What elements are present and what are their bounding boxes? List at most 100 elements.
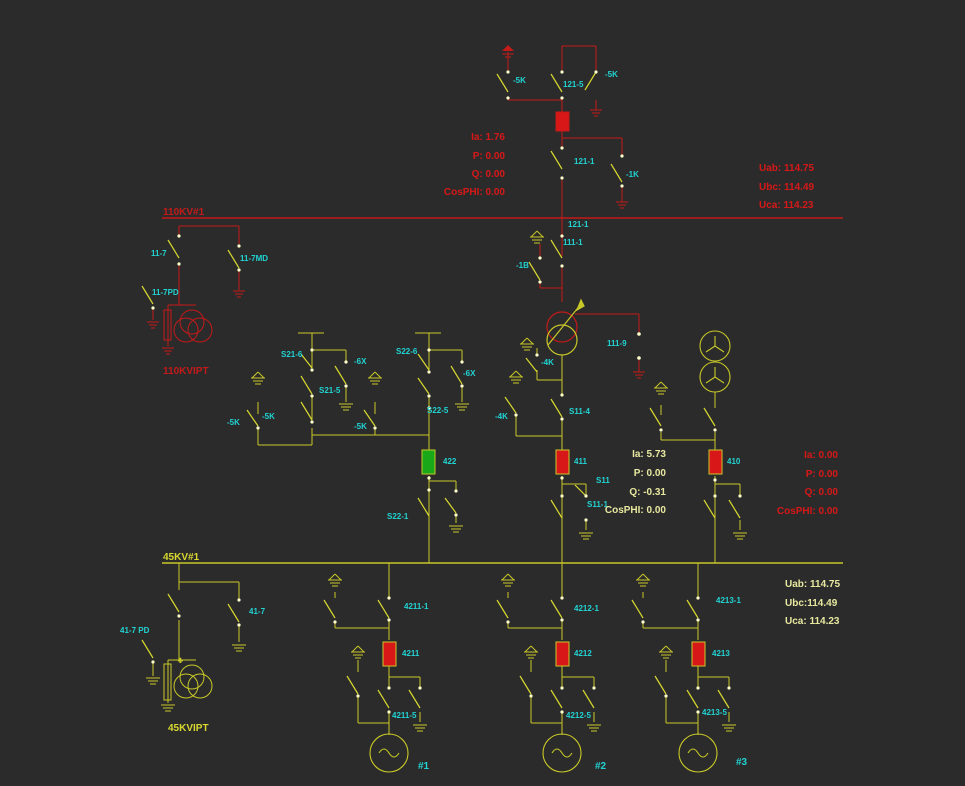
switch-5k-e[interactable] bbox=[363, 409, 377, 430]
breaker-422[interactable] bbox=[421, 449, 436, 475]
switch-4213-5[interactable] bbox=[654, 675, 731, 714]
switch-41-7pd[interactable] bbox=[141, 639, 155, 664]
label-121-1: 121-1 bbox=[574, 157, 595, 166]
breaker-411[interactable] bbox=[555, 449, 570, 475]
label-1k: -1K bbox=[626, 170, 639, 179]
label-s11: S11 bbox=[596, 476, 610, 485]
label-s21-5: S21-5 bbox=[319, 386, 341, 395]
ground-icon bbox=[732, 532, 748, 540]
meas-410-q: Q: 0.00 bbox=[805, 487, 839, 498]
mv-section bbox=[152, 332, 843, 735]
switch-111-9[interactable] bbox=[637, 332, 641, 360]
label-4212-1: 4212-1 bbox=[574, 604, 599, 613]
ground-icon bbox=[161, 347, 175, 355]
breaker-121[interactable] bbox=[555, 111, 570, 132]
station-transformer-icon bbox=[699, 330, 731, 393]
switch-6x-b[interactable] bbox=[450, 360, 464, 388]
ground-icon bbox=[232, 290, 246, 298]
switch-5k-a[interactable] bbox=[496, 70, 510, 100]
ground-icon bbox=[721, 724, 737, 732]
switch-121-1[interactable] bbox=[550, 146, 564, 180]
switch-11-7pd[interactable] bbox=[141, 285, 155, 310]
label-111-1: 111-1 bbox=[563, 238, 583, 247]
switch-5k-d[interactable] bbox=[300, 401, 314, 424]
label-41-7pd: 41-7 PD bbox=[120, 626, 150, 635]
breaker-4212[interactable] bbox=[555, 641, 570, 667]
switch-4211-1[interactable] bbox=[323, 596, 391, 624]
label-121-5: 121-5 bbox=[563, 80, 584, 89]
ground-icon bbox=[160, 704, 176, 712]
label-4k-b: -4K bbox=[495, 412, 508, 421]
generator-3-icon[interactable] bbox=[678, 733, 718, 773]
label-breaker-4212: 4212 bbox=[574, 649, 592, 658]
meas-410-p: P: 0.00 bbox=[806, 469, 839, 480]
breaker-4213[interactable] bbox=[691, 641, 706, 667]
label-4k-a: -4K bbox=[541, 358, 554, 367]
switch-11-7[interactable] bbox=[167, 234, 181, 266]
label-11-7pd: 11-7PD bbox=[152, 288, 179, 297]
label-breaker-4213: 4213 bbox=[712, 649, 730, 658]
meas-121-ia: Ia: 1.76 bbox=[471, 132, 505, 143]
switch-s11-1[interactable] bbox=[550, 476, 588, 522]
breaker-4211[interactable] bbox=[382, 641, 397, 667]
switch-4212-1[interactable] bbox=[496, 596, 564, 624]
generator-3-label: #3 bbox=[736, 757, 748, 768]
label-breaker-411: 411 bbox=[574, 457, 587, 466]
switch-111-1[interactable] bbox=[550, 234, 564, 268]
bus-110kv-label: 110KV#1 bbox=[163, 207, 205, 218]
switch-41-7[interactable] bbox=[167, 593, 241, 627]
switch-4211-5[interactable] bbox=[346, 675, 422, 714]
label-breaker-410: 410 bbox=[727, 457, 741, 466]
switch-s21-6[interactable] bbox=[300, 348, 314, 369]
main-transformer-icon bbox=[546, 298, 585, 356]
switch-s22-6[interactable] bbox=[417, 348, 431, 371]
switch-s11-4[interactable] bbox=[550, 393, 564, 421]
switch-s22-1[interactable] bbox=[417, 476, 458, 517]
generators bbox=[369, 733, 718, 773]
switch-4k-a[interactable] bbox=[525, 353, 539, 373]
meas-121-cosphi: CosPHI: 0.00 bbox=[444, 187, 506, 198]
arrester-icon bbox=[367, 371, 383, 385]
switch-5k-c[interactable] bbox=[246, 409, 260, 430]
switch-s21-5[interactable] bbox=[300, 368, 314, 398]
meas-121-p: P: 0.00 bbox=[473, 151, 506, 162]
meas-411-p: P: 0.00 bbox=[634, 468, 667, 479]
switch-11-7md[interactable] bbox=[227, 244, 241, 272]
label-s11-1: S11-1 bbox=[587, 500, 608, 509]
meas-feeder-121: Ia: 1.76 P: 0.00 Q: 0.00 CosPHI: 0.00 bbox=[444, 132, 506, 198]
generator-1-icon[interactable] bbox=[369, 733, 409, 773]
label-5k-b: -5K bbox=[605, 70, 618, 79]
meas-121-q: Q: 0.00 bbox=[472, 169, 506, 180]
label-4212-5: 4212-5 bbox=[566, 711, 591, 720]
switch-410-top[interactable] bbox=[649, 407, 717, 432]
label-1b: -1B bbox=[516, 261, 529, 270]
switch-410-bottom[interactable] bbox=[703, 478, 742, 519]
ground-icon bbox=[146, 321, 160, 329]
breaker-410[interactable] bbox=[708, 449, 723, 475]
switch-1k[interactable] bbox=[610, 154, 624, 188]
switch-s22-5[interactable] bbox=[417, 370, 431, 410]
switch-5k-b[interactable] bbox=[584, 70, 598, 91]
meas-411-cosphi: CosPHI: 0.00 bbox=[605, 505, 667, 516]
switch-4213-1[interactable] bbox=[631, 596, 700, 624]
ground-icon bbox=[586, 724, 602, 732]
label-4211-5: 4211-5 bbox=[392, 711, 417, 720]
mv-pt-icon: + bbox=[163, 656, 213, 701]
meas-410-cosphi: CosPHI: 0.00 bbox=[777, 506, 839, 517]
arrester-icon bbox=[327, 573, 343, 587]
switch-6x-a[interactable] bbox=[334, 360, 348, 388]
label-4211-1: 4211-1 bbox=[404, 602, 429, 611]
generator-2-icon[interactable] bbox=[542, 733, 582, 773]
arrester-icon bbox=[519, 337, 535, 351]
switch-s11[interactable] bbox=[574, 484, 588, 498]
label-s11-4: S11-4 bbox=[569, 407, 590, 416]
switch-121-5[interactable] bbox=[550, 70, 564, 100]
hv-switches bbox=[141, 70, 641, 360]
switch-1b[interactable] bbox=[528, 256, 542, 284]
switch-4212-5[interactable] bbox=[519, 675, 596, 714]
switch-4k-b[interactable] bbox=[504, 396, 518, 417]
label-5k-a: -5K bbox=[513, 76, 526, 85]
label-11-7: 11-7 bbox=[151, 249, 167, 258]
meas-411-q: Q: -0.31 bbox=[629, 487, 666, 498]
